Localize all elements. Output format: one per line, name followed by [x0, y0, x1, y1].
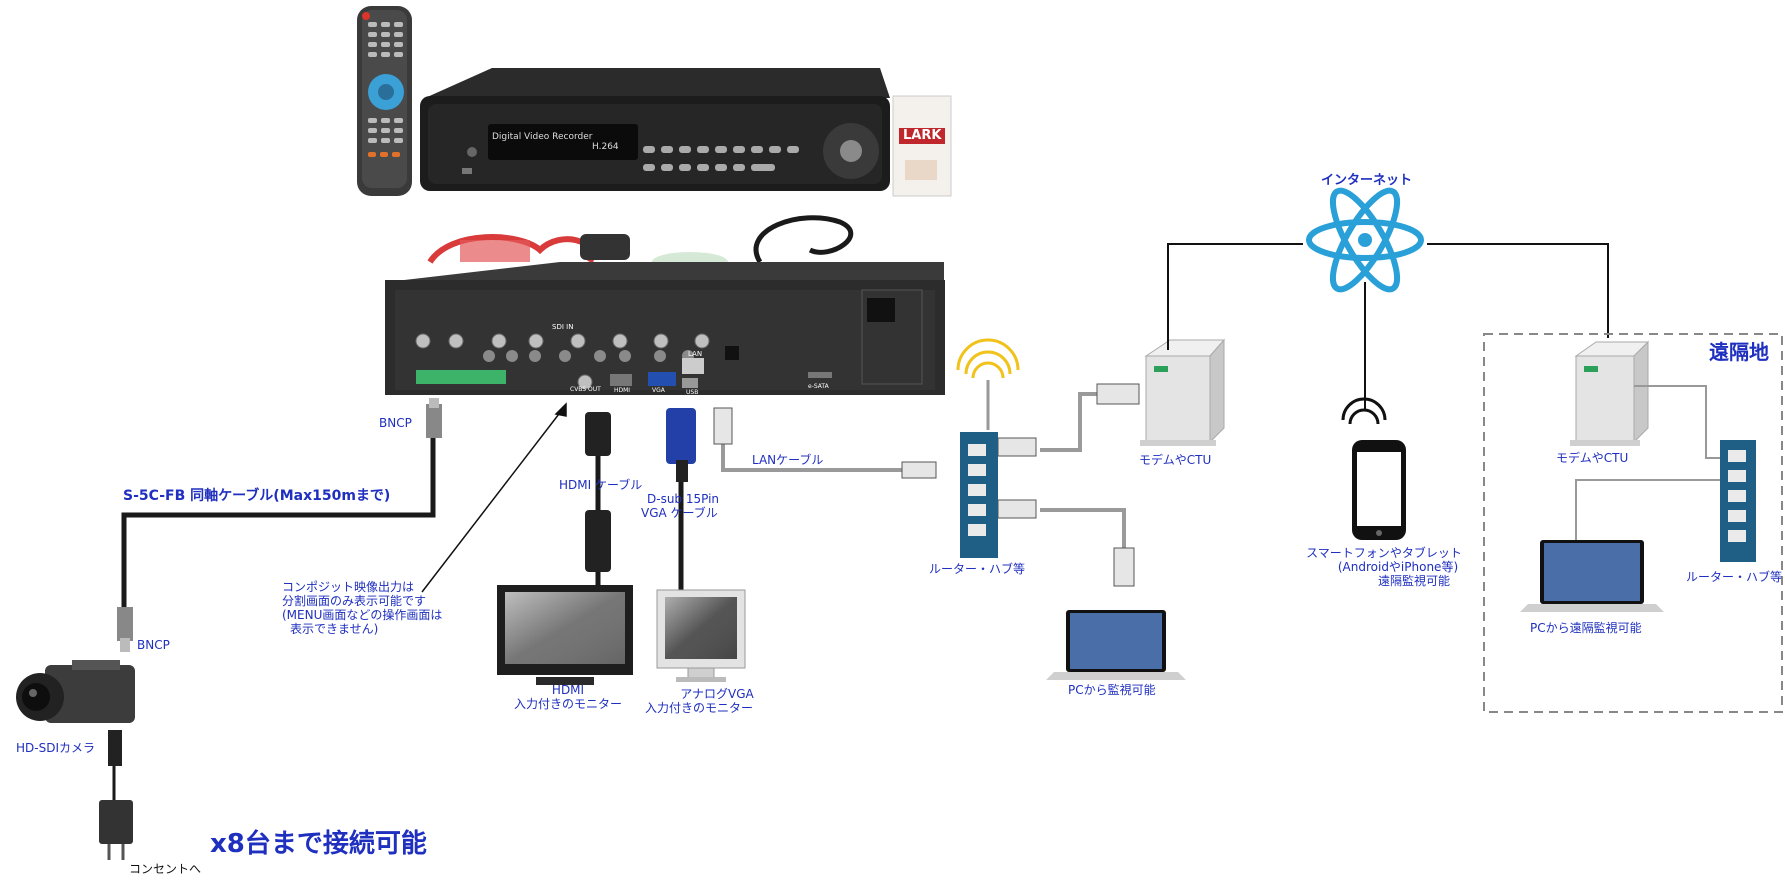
smartphone-label: スマートフォンやタブレット (AndroidやiPhone等) 遠隔監視可能: [1296, 546, 1462, 588]
max-count-label: x8台まで接続可能: [210, 829, 427, 859]
dvr-codec-text: H.264: [592, 142, 619, 152]
vga-monitor-line: 入力付きのモニター: [644, 701, 753, 715]
modem-ctu-label: モデムやCTU: [1139, 453, 1212, 467]
composite-note-line: コンポジット映像出力は: [282, 580, 415, 594]
smartphone-icon: [1341, 397, 1406, 540]
rear-label-lan: LAN: [688, 350, 703, 358]
hub-icon: [1720, 440, 1756, 562]
rear-label-cvbs-out: CVBS OUT: [570, 386, 601, 393]
laptop-icon: [1046, 610, 1186, 680]
rear-label-usb: USB: [686, 389, 699, 396]
camera-label: HD-SDIカメラ: [16, 741, 95, 755]
hdmi-monitor-line: 入力付きのモニター: [513, 697, 622, 711]
remote-control-icon: [357, 6, 412, 196]
rear-label-sdi-in: SDI IN: [552, 323, 574, 331]
remote-pc-label: PCから遠隔監視可能: [1530, 621, 1642, 635]
vga-monitor-line: アナログVGA: [680, 687, 754, 701]
lan-cable-label: LANケーブル: [752, 453, 824, 467]
remote-site-area: [1483, 333, 1783, 713]
remote-lan-lines: [1575, 385, 1722, 540]
box-brand-text: LARK: [903, 128, 942, 143]
coax-cable-label: S-5C-FB 同軸ケーブル(Max150mまで): [123, 488, 391, 504]
vga-cable-line: VGA ケーブル: [641, 506, 718, 520]
vga-monitor-label: アナログVGA 入力付きのモニター: [644, 687, 754, 715]
remote-site-label: 遠隔地: [1709, 340, 1769, 364]
wifi-icon: [956, 338, 1020, 430]
smartphone-line: スマートフォンやタブレット: [1306, 546, 1462, 560]
accessories-icon: [427, 215, 854, 272]
bncp-top-label: BNCP: [379, 416, 412, 430]
coax-cable: [121, 432, 436, 610]
vga-connector-icon: [666, 408, 696, 482]
router-hub-label: ルーター・ハブ等: [929, 562, 1026, 576]
dvr-rear-icon: [385, 262, 945, 395]
laptop-icon: [1520, 540, 1664, 612]
rj45-connector-icon: [713, 383, 1140, 587]
composite-note-line: 表示できません): [290, 622, 379, 636]
bncp-bottom-label: BNCP: [137, 638, 170, 652]
internet-label: インターネット: [1321, 173, 1413, 188]
camera-icon: [16, 660, 135, 766]
server-icon: [1140, 338, 1226, 446]
bnc-connector-icon: [117, 398, 442, 652]
outlet-label: コンセントへ: [129, 862, 202, 876]
hdmi-connector-icon: [585, 412, 611, 572]
vga-cable-line: D-sub 15Pin: [647, 492, 720, 506]
internet-globe-icon: [1306, 187, 1424, 293]
server-icon: [1570, 340, 1650, 446]
composite-note-line: (MENU画面などの操作画面は: [282, 608, 443, 622]
monitor-icon: [497, 585, 633, 685]
composite-arrow: [421, 402, 567, 593]
lan-cable: [721, 392, 1126, 548]
rear-label-vga: VGA: [652, 387, 665, 394]
dvr-front-icon: [420, 68, 890, 191]
vga-cable-label: D-sub 15Pin VGA ケーブル: [641, 492, 719, 520]
hdmi-monitor-label: HDMI 入力付きのモニター: [508, 683, 628, 711]
remote-modem-ctu-label: モデムやCTU: [1556, 451, 1629, 465]
pc-monitoring-label: PCから監視可能: [1068, 683, 1156, 697]
hdmi-monitor-line: HDMI: [551, 683, 585, 697]
internet-lines: [1167, 243, 1609, 410]
monitor-icon: [656, 589, 746, 682]
rear-label-hdmi: HDMI: [614, 387, 631, 394]
dvr-brand-text: Digital Video Recorder: [492, 132, 593, 142]
rear-label-esata: e-SATA: [808, 383, 829, 390]
smartphone-line: (AndroidやiPhone等): [1337, 560, 1459, 574]
product-box-icon: [892, 95, 952, 197]
power-adapter-icon: [99, 800, 133, 860]
composite-note: コンポジット映像出力は 分割画面のみ表示可能です (MENU画面などの操作画面は…: [282, 580, 442, 636]
hdmi-cable-label: HDMI ケーブル: [559, 478, 643, 492]
hub-icon: [960, 432, 998, 558]
composite-note-line: 分割画面のみ表示可能です: [282, 594, 427, 608]
smartphone-line: 遠隔監視可能: [1377, 574, 1450, 588]
remote-router-hub-label: ルーター・ハブ等: [1686, 570, 1783, 584]
